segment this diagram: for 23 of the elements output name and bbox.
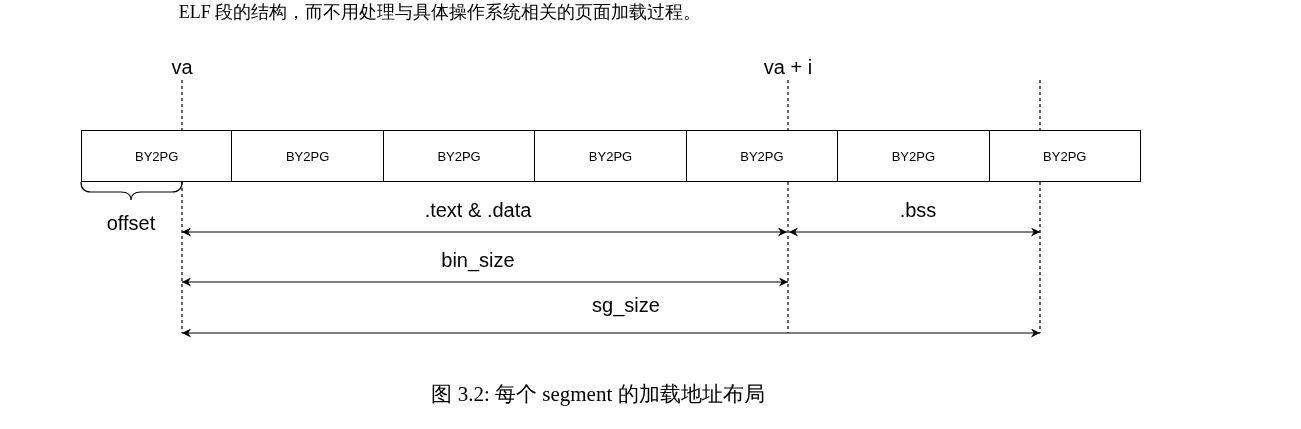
page-label: BY2PG [285,148,330,164]
dimension-label: .bss [899,199,937,222]
dimension-label: .text & .data [424,199,532,222]
page-label: BY2PG [588,148,633,164]
page-box [837,130,990,182]
page-box [534,130,687,182]
body-text: ELF 段的结构，而不用处理与具体操作系统相关的页面加载过程。 [178,1,702,24]
dimension-label: offset [106,212,156,235]
address-label: va + i [763,56,813,79]
page-box [231,130,384,182]
page-box [685,130,839,182]
page-label: BY2PG [891,148,936,164]
page-box [988,130,1141,182]
dimension-label: sg_size [592,294,660,317]
page-label: BY2PG [437,148,481,164]
address-label: va [171,56,193,79]
page-box [382,130,536,182]
page-box [81,130,233,182]
page-label: BY2PG [1043,148,1087,164]
page-label: BY2PG [740,148,784,164]
page-label: BY2PG [135,148,179,164]
dimension-label: bin_size [441,249,515,272]
figure-caption: 图 3.2: 每个 segment 的加载地址布局 [431,381,765,408]
